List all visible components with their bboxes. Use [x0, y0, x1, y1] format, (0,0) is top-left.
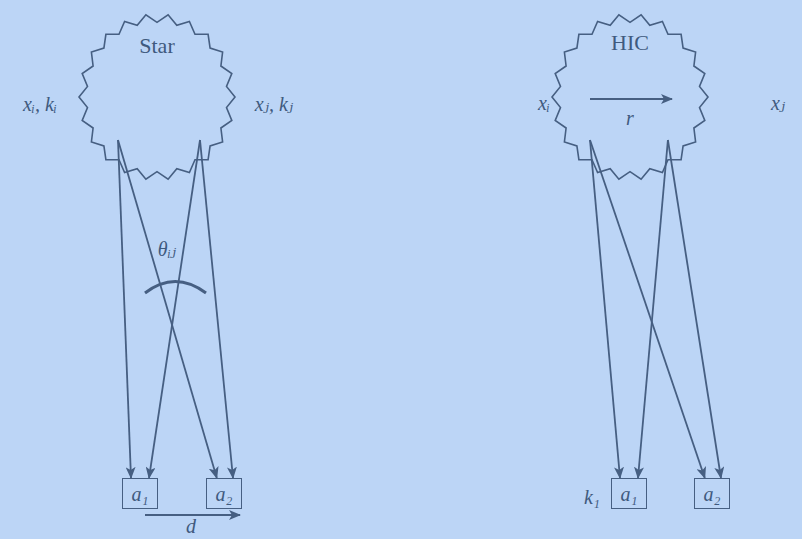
detector-box: a₂: [694, 478, 730, 509]
ray-arrow: [638, 140, 668, 478]
detector-label: a₂: [216, 484, 233, 504]
shape-title: Star: [139, 35, 174, 57]
distance-label: d: [185, 516, 197, 537]
ray-arrow: [590, 140, 620, 478]
ray-arrow: [200, 140, 233, 478]
position-momentum-label: xⱼ, kⱼ: [254, 94, 294, 115]
position-label: xᵢ: [537, 93, 551, 114]
detector-box: a₁: [611, 478, 647, 509]
ray-arrow: [590, 140, 705, 478]
detector-label: a₁: [621, 484, 638, 504]
detector-box: a₂: [206, 478, 242, 509]
angle-arc: [145, 282, 206, 294]
detector-box: a₁: [122, 478, 158, 509]
radius-arrow: [590, 98, 672, 100]
ray-arrow: [149, 140, 200, 478]
detector-label: a₂: [704, 484, 721, 504]
star-shape: Star: [77, 12, 237, 182]
shape-title: HIC: [611, 32, 649, 54]
momentum-label: k₁: [583, 487, 601, 508]
position-momentum-label: xᵢ, kᵢ: [22, 94, 58, 115]
radius-label: r: [625, 108, 635, 129]
angle-label: θᵢⱼ: [157, 239, 177, 260]
position-label: xⱼ: [770, 93, 786, 114]
collision-shape: HIC: [550, 12, 710, 182]
detector-label: a₁: [132, 484, 149, 504]
ray-arrow: [118, 140, 217, 478]
ray-arrow: [118, 140, 131, 478]
ray-arrow: [668, 140, 721, 478]
